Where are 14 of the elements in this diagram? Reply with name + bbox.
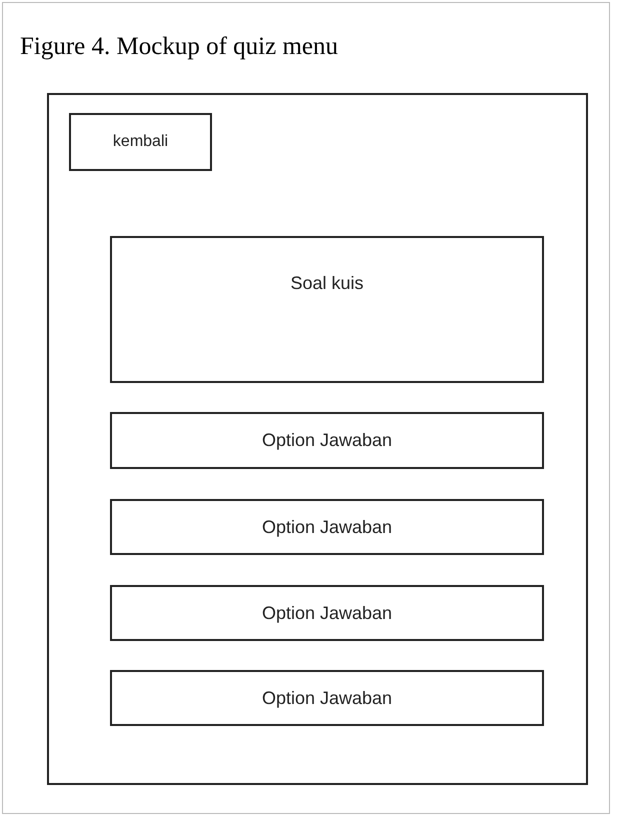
box-label: Soal kuis <box>290 272 364 295</box>
question-box <box>110 236 544 383</box>
phone-frame <box>47 93 588 785</box>
box-label: Option Jawaban <box>262 602 392 625</box>
answer-option <box>110 499 544 555</box>
box-label: Option Jawaban <box>262 686 392 710</box>
answer-option <box>110 585 544 641</box>
figure-title: Figure 4. Mockup of quiz menu <box>20 32 338 62</box>
answer-option <box>110 670 544 726</box>
answer-option <box>110 412 544 469</box>
box-label: kembali <box>112 132 168 152</box>
box-label: Option Jawaban <box>262 516 392 539</box>
box-label: Option Jawaban <box>262 429 392 452</box>
back-button <box>69 113 212 171</box>
